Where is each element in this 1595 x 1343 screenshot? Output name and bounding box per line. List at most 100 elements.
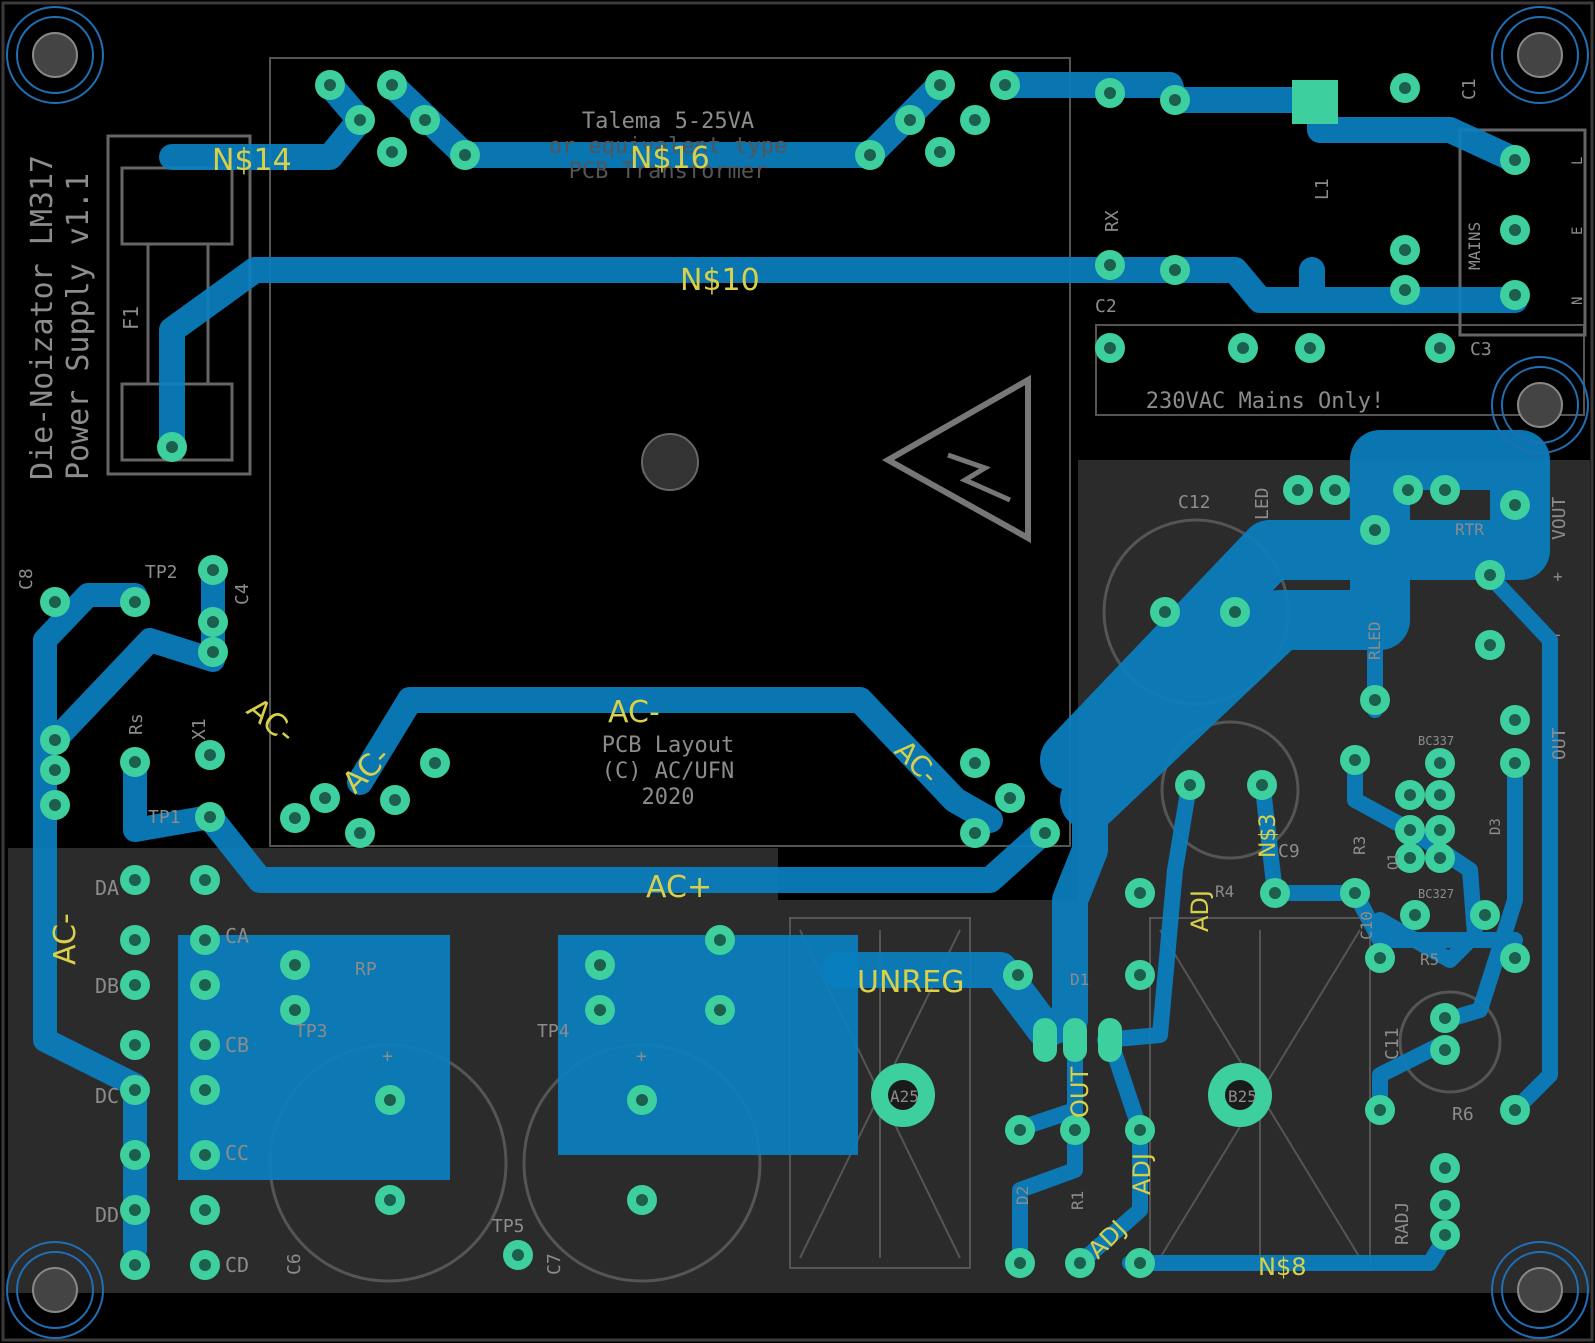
label-c9: C9 [1278, 841, 1300, 862]
pad-drill [207, 646, 219, 658]
pad-drill [384, 1194, 396, 1206]
pad-drill [459, 149, 471, 161]
mount-hole-tl [6, 6, 104, 104]
pad-drill [1169, 264, 1181, 276]
pad-drill [199, 979, 211, 991]
pad-drill [386, 146, 398, 158]
label-c7: C7 [544, 1253, 565, 1275]
pad-drill [129, 979, 141, 991]
pad-drill [166, 441, 178, 453]
pad-drill [1134, 887, 1146, 899]
pad-drill [1374, 952, 1386, 964]
label-d2: D2 [1013, 1186, 1032, 1205]
transformer-center-hole [641, 433, 699, 491]
pad-drill [1169, 94, 1181, 106]
pad-drill [1134, 1257, 1146, 1269]
pad-drill [1304, 342, 1316, 354]
pad-drill [512, 1249, 524, 1261]
net-unreg: UNREG [857, 965, 964, 1000]
net-n16: N$16 [630, 141, 710, 176]
pad-drill [1134, 1124, 1146, 1136]
pad-drill [129, 874, 141, 886]
trace-ac-minus [347, 687, 1003, 833]
label-c12: C12 [1178, 492, 1211, 513]
trace-ac-plus [197, 804, 1053, 893]
label-rx: RX [1102, 210, 1123, 232]
regulator-mounts [871, 1063, 1272, 1127]
pad-drill [1014, 1257, 1026, 1269]
label-cb: CB [225, 1033, 249, 1057]
label-r6: R6 [1452, 1104, 1474, 1125]
regulator-pin-pad [1033, 1018, 1057, 1062]
pad-drill [49, 734, 61, 746]
trace-c11 [1432, 752, 1523, 1030]
pad-drill [1069, 1124, 1081, 1136]
label-c4: C4 [232, 583, 253, 605]
trace-q-network [1347, 752, 1483, 968]
pad-drill [864, 149, 876, 161]
trace-tp1 [123, 750, 222, 842]
label-minus-vout: - [1553, 625, 1563, 644]
label-c3: C3 [1470, 339, 1492, 360]
pad-drill [1509, 1104, 1521, 1116]
pad-drill [199, 1149, 211, 1161]
pad-drill [1434, 342, 1446, 354]
trace-ac-left [33, 583, 147, 1262]
label-dc: DC [95, 1084, 119, 1108]
board-title-line1: Die-Noizator LM317 [25, 155, 60, 480]
square-pad [1292, 80, 1338, 124]
transformer-label-1: Talema 5-25VA [582, 109, 754, 134]
pad-drill [1104, 87, 1116, 99]
label-tp2: TP2 [145, 562, 178, 583]
pad-drill [289, 959, 301, 971]
pad-drill [1237, 342, 1249, 354]
transformer-label-3: PCB Transformer [569, 159, 768, 184]
pad-drill [199, 934, 211, 946]
pad-drill [289, 812, 301, 824]
label-vout: VOUT [1549, 496, 1570, 540]
pad-drill [594, 959, 606, 971]
pad-drill [1404, 789, 1416, 801]
pad-drill [49, 799, 61, 811]
mains-section-outline [1095, 324, 1585, 416]
label-b25: B25 [1228, 1087, 1257, 1106]
mount-hole-tr [1491, 6, 1589, 104]
label-dd: DD [95, 1203, 119, 1227]
credits-line1: PCB Layout [602, 733, 734, 758]
label-rs: Rs [126, 713, 147, 735]
label-radj: RADJ [1392, 1202, 1413, 1245]
credits-line2: (C) AC/UFN [602, 759, 734, 784]
label-l1: L1 [1312, 178, 1333, 200]
pad-drill [1409, 909, 1421, 921]
trace-adj2 [1072, 1032, 1148, 1271]
cap-c9-outline [1160, 720, 1300, 860]
label-plus-vout: + [1553, 567, 1563, 586]
transformer-outline [269, 57, 1071, 847]
pad-drill [1159, 606, 1171, 618]
pad-drill [1479, 909, 1491, 921]
label-d1: D1 [1070, 970, 1089, 989]
pad-drill [49, 764, 61, 776]
mount-hole-mr [1491, 356, 1589, 454]
pad-drill [1229, 606, 1241, 618]
pad-drill [594, 1004, 606, 1016]
pad-drill [129, 1204, 141, 1216]
pad-drill [324, 79, 336, 91]
label-q1: Q1 [1386, 853, 1402, 870]
label-plus-c7: + [636, 1046, 647, 1067]
pad-drill [1484, 639, 1496, 651]
pad-drill [1509, 289, 1521, 301]
pad-drill [384, 1094, 396, 1106]
pad-drill [129, 1084, 141, 1096]
pad-drill [636, 1194, 648, 1206]
pad-drill [129, 1149, 141, 1161]
mount-hole-bl [6, 1241, 104, 1339]
pad-drill [1012, 969, 1024, 981]
pad-drill [1399, 244, 1411, 256]
pad-drill [1399, 82, 1411, 94]
label-c8: C8 [16, 568, 37, 590]
pad-drill [969, 114, 981, 126]
pad-drill [1509, 952, 1521, 964]
label-rled: RLED [1365, 621, 1384, 660]
pad-drill [49, 596, 61, 608]
